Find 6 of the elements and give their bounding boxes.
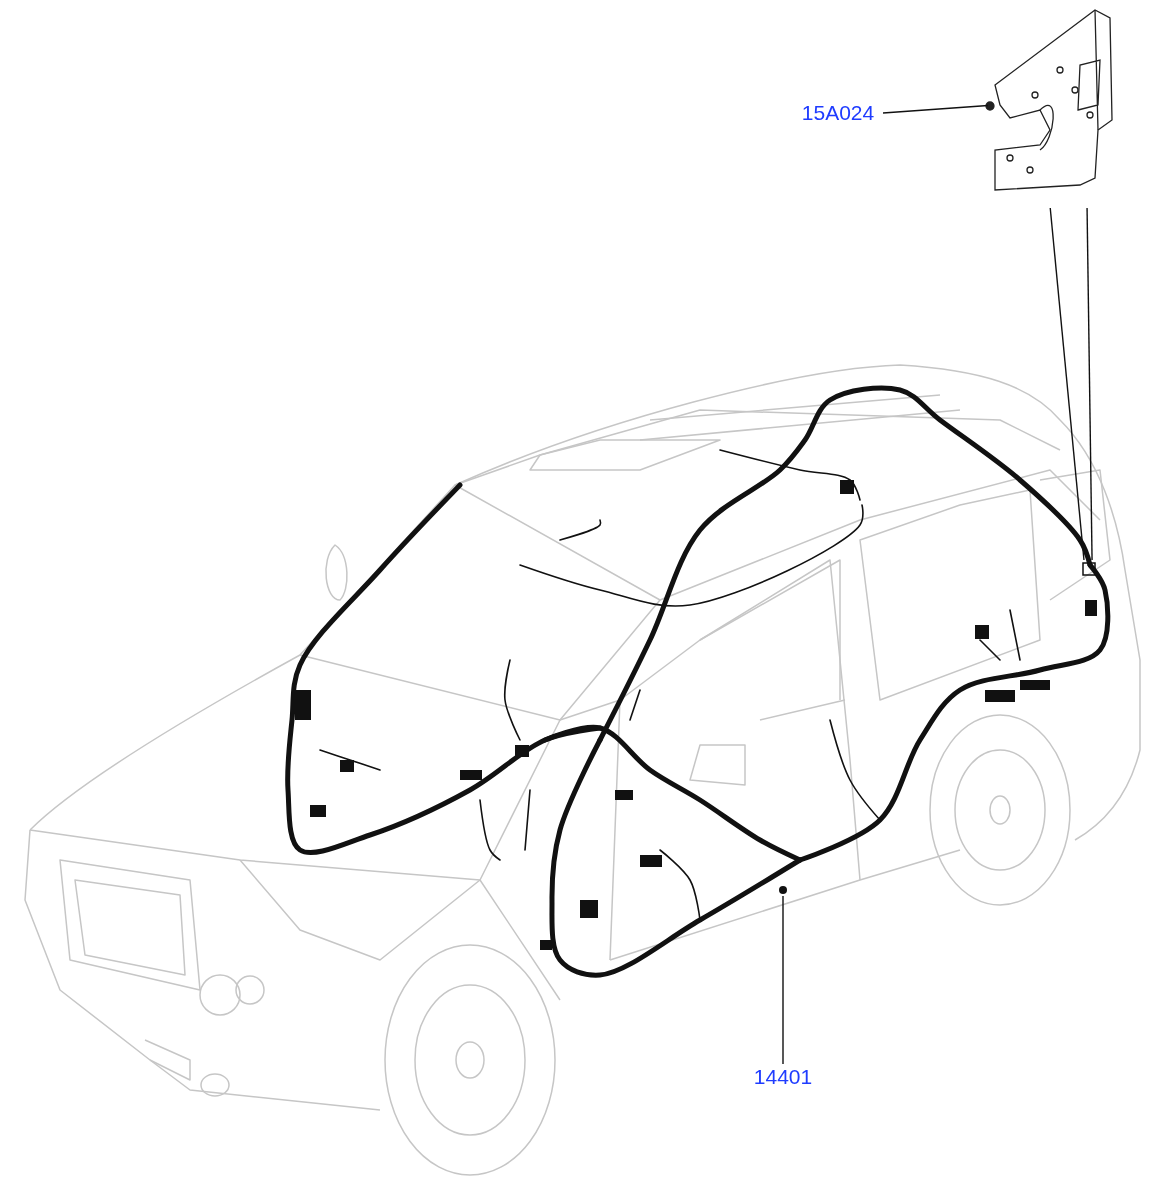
callout-number: 15A024 xyxy=(800,100,876,126)
callout-number: 14401 xyxy=(752,1064,814,1090)
leader-line xyxy=(1049,207,1085,561)
leader-line xyxy=(882,104,989,114)
leader-line xyxy=(782,895,784,1065)
leader-line xyxy=(1086,207,1093,561)
